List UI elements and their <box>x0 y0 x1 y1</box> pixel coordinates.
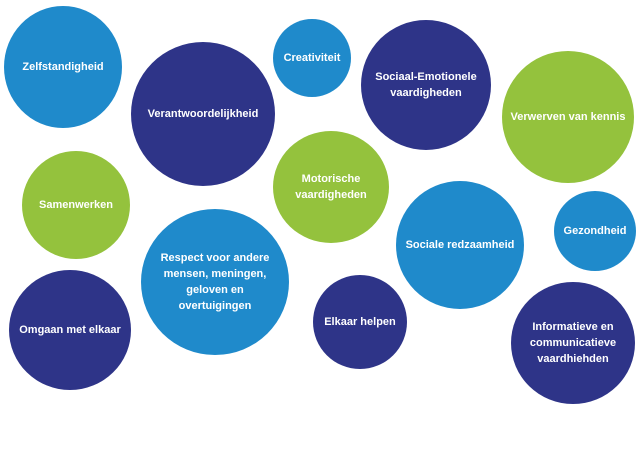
bubble-label: Omgaan met elkaar <box>19 324 121 336</box>
bubble-label: Elkaar helpen <box>324 316 396 328</box>
bubble-samenwerken: Samenwerken <box>22 151 130 259</box>
bubble-verwerven-van-kennis: Verwerven van kennis <box>502 51 634 183</box>
bubble-label: Informatieve en communicatieve vaardhieh… <box>529 321 617 365</box>
bubble-sociaal-emotionele-vaardigheden: Sociaal-Emotionele vaardigheden <box>361 20 491 150</box>
bubble-gezondheid: Gezondheid <box>554 191 636 271</box>
bubble-sociale-redzaamheid: Sociale redzaamheid <box>396 181 524 309</box>
bubble-label: Samenwerken <box>39 199 113 211</box>
bubble-respect: Respect voor andere mensen, meningen, ge… <box>141 209 289 355</box>
bubble-label: Creativiteit <box>283 52 341 64</box>
bubble-label: Gezondheid <box>563 225 627 237</box>
bubble-label: Motorische vaardigheden <box>295 173 367 201</box>
bubble-elkaar-helpen: Elkaar helpen <box>313 275 407 369</box>
bubble-zelfstandigheid: Zelfstandigheid <box>4 6 122 128</box>
bubble-motorische-vaardigheden: Motorische vaardigheden <box>273 131 389 243</box>
bubble-verantwoordelijkheid: Verantwoordelijkheid <box>131 42 275 186</box>
bubble-label: Sociale redzaamheid <box>405 239 515 251</box>
bubble-label: Verwerven van kennis <box>510 111 626 123</box>
bubble-informatieve-communicatieve-vaardigheden: Informatieve en communicatieve vaardhieh… <box>511 282 635 404</box>
bubble-label: Zelfstandigheid <box>22 61 104 73</box>
bubble-creativiteit: Creativiteit <box>273 19 351 97</box>
bubble-label: Sociaal-Emotionele vaardigheden <box>375 71 477 99</box>
bubble-label: Verantwoordelijkheid <box>147 108 259 120</box>
bubble-omgaan-met-elkaar: Omgaan met elkaar <box>9 270 131 390</box>
bubble-label: Respect voor andere mensen, meningen, ge… <box>160 252 270 312</box>
